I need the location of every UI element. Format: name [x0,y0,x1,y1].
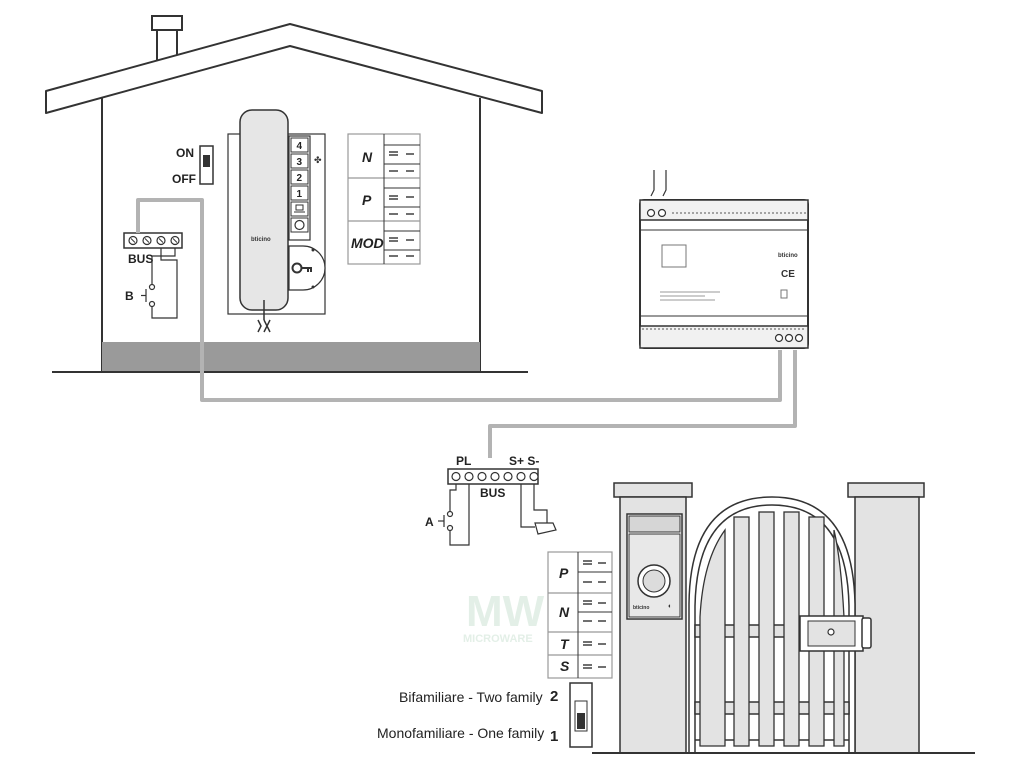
supply-ce-mark: CE [781,269,795,280]
intercom-handset[interactable]: bticino 4 3 2 1 ✤ [227,109,326,333]
electric-lock [799,615,872,652]
left-pillar-cap [613,482,693,498]
key-4[interactable]: 4 [297,141,303,152]
supply-bottom-ridge [639,325,809,349]
switch-on-label: ON [176,146,194,160]
supply-input-wires [650,170,667,197]
chimney [151,15,183,31]
terminal-bus-label: BUS [480,486,505,500]
house-floor [102,342,480,372]
supply-brand: bticino [778,253,798,259]
house-bus-label: BUS [128,252,153,266]
handset-body [239,109,289,311]
entrance-config-s: S [560,658,570,674]
handset-brand: bticino [251,237,271,243]
entrance-config-t: T [560,636,570,652]
house: ON OFF BUS B bticino [45,15,543,373]
gate-scene: bticino ◐ [592,482,975,754]
right-pillar-cap [847,482,925,498]
one-family-number: 1 [550,728,558,745]
entrance-terminal: PL S+ S- BUS A [425,454,557,546]
handset-cord [257,300,271,333]
panel-status-icon: ◐ [668,603,672,610]
door-entry-panel[interactable]: bticino ◐ [626,513,683,620]
key-1[interactable]: 1 [297,189,303,200]
power-supply: bticino CE [639,199,809,349]
two-family-caption: Bifamiliare - Two family [399,689,543,705]
house-button-wire-2 [151,248,176,284]
key-3[interactable]: 3 [297,157,303,168]
house-button-wire [151,248,178,319]
panel-brand: bticino [633,605,649,611]
supply-vents [642,212,806,330]
call-icon[interactable] [294,219,305,231]
supply-top-ridge [639,199,809,221]
watermark-logo: MW [466,587,545,636]
house-config-mod: MOD [351,235,384,251]
terminal-s-label: S+ S- [509,454,539,468]
wire-supply-to-entrance [488,350,797,458]
terminal-pl-label: PL [456,454,471,468]
watermark-text: MICROWARE [463,633,533,645]
family-selector-lever [577,713,585,729]
led-indicator-icon: ✤ [314,155,322,165]
key-2[interactable]: 2 [297,173,303,184]
lock-symbol-icon [534,522,557,535]
watermark: MW MICROWARE [463,587,545,645]
house-bus-terminal [123,232,183,249]
gate-bars [699,511,845,747]
house-config-n: N [362,149,373,165]
supply-label-area [661,244,687,268]
house-config-table: N P MOD [347,133,421,265]
entrance-button-label: A [425,515,434,529]
key-icon [291,262,312,274]
roof [45,23,543,114]
one-family-caption: Monofamiliare - One family [377,725,544,741]
house-config-p: P [362,192,372,208]
door-open-icon[interactable] [294,204,305,213]
wire-house-to-supply [136,198,782,402]
entrance-config-table: P N T S [547,551,613,679]
family-selection: Bifamiliare - Two family 2 Monofamiliare… [377,682,593,748]
entrance-config-p: P [559,565,569,581]
bus-wiring [136,198,797,458]
entrance-config-n: N [559,604,570,620]
switch-off-label: OFF [172,172,196,186]
switch-lever [203,155,210,167]
two-family-number: 2 [550,688,558,705]
house-button-label: B [125,289,134,303]
